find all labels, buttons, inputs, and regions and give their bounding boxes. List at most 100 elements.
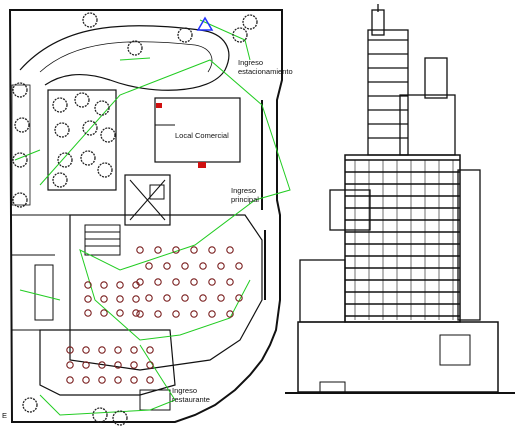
table-icon [226, 310, 234, 318]
tree-icon [52, 172, 68, 188]
table-icon [146, 361, 154, 369]
tree-icon [177, 27, 193, 43]
table-icon [217, 294, 225, 302]
table-icon [146, 376, 154, 384]
table-icon [98, 346, 106, 354]
driveway-inner [39, 41, 213, 73]
table-icon [199, 262, 207, 270]
table-icon [130, 376, 138, 384]
building-section [285, 4, 515, 394]
parking-entrance-label: Ingreso estacionamiento [238, 58, 293, 76]
table-icon [235, 294, 243, 302]
table-icon [226, 278, 234, 286]
table-icon [136, 310, 144, 318]
table-icon [145, 262, 153, 270]
table-icon [84, 309, 92, 317]
main-hall [69, 214, 263, 371]
table-icon [235, 262, 243, 270]
table-icon [114, 361, 122, 369]
table-icon [84, 295, 92, 303]
tree-icon [57, 152, 73, 168]
main-entrance-label: Ingreso principal [231, 186, 259, 204]
tree-icon [92, 407, 108, 423]
restaurant-entrance-label: Ingreso restaurante [172, 386, 210, 404]
table-icon [66, 361, 74, 369]
circulation-route [39, 59, 291, 416]
tower-body [344, 154, 461, 323]
table-icon [163, 294, 171, 302]
west-wall-strip [11, 84, 31, 206]
table-icon [114, 346, 122, 354]
commercial-premises-label: Local Comercial [175, 131, 229, 140]
tree-icon [80, 150, 96, 166]
tree-icon [12, 192, 28, 208]
tree-icon [22, 397, 38, 413]
table-icon [98, 376, 106, 384]
tree-icon [232, 27, 248, 43]
table-icon [66, 376, 74, 384]
circulation-branches [14, 19, 251, 301]
table-icon [114, 376, 122, 384]
table-icon [136, 246, 144, 254]
commercial-room [154, 97, 241, 163]
garden-court [47, 89, 117, 191]
table-icon [190, 246, 198, 254]
table-icon [146, 346, 154, 354]
table-icon [208, 246, 216, 254]
table-icon [116, 295, 124, 303]
corner-mark: E [2, 411, 8, 420]
table-icon [130, 346, 138, 354]
tree-icon [82, 120, 98, 136]
table-icon [190, 310, 198, 318]
table-icon [208, 310, 216, 318]
table-icon [82, 346, 90, 354]
tree-icon [242, 14, 258, 30]
table-icon [199, 294, 207, 302]
table-icon [172, 246, 180, 254]
tree-icon [127, 40, 143, 56]
table-icon [100, 281, 108, 289]
left-stair [84, 224, 121, 256]
table-icon [154, 310, 162, 318]
tree-icon [52, 97, 68, 113]
tree-icon [12, 152, 28, 168]
table-icon [82, 361, 90, 369]
floor-slabs [345, 39, 460, 320]
table-icon [132, 309, 140, 317]
table-icon [100, 295, 108, 303]
trees-group [12, 12, 258, 426]
tree-icon [14, 117, 30, 133]
car-silhouette [319, 381, 346, 393]
stair-core [124, 174, 171, 226]
tree-icon [94, 100, 110, 116]
restaurant-tables [66, 246, 243, 384]
table-icon [154, 246, 162, 254]
tree-icon [112, 410, 128, 426]
tree-icon [100, 127, 116, 143]
plan-outer-wall [8, 9, 283, 423]
table-icon [181, 294, 189, 302]
table-icon [145, 294, 153, 302]
table-icon [132, 295, 140, 303]
tree-icon [74, 92, 90, 108]
table-icon [132, 281, 140, 289]
table-icon [208, 278, 216, 286]
red-fixture [198, 162, 206, 168]
floor-plan [8, 9, 283, 423]
driveway-curve [19, 25, 230, 91]
table-icon [100, 309, 108, 317]
table-icon [116, 281, 124, 289]
table-icon [217, 262, 225, 270]
kitchen-marker [156, 103, 162, 108]
table-icon [172, 310, 180, 318]
tree-icon [12, 82, 28, 98]
north-arrow-icon [196, 16, 214, 31]
table-icon [181, 262, 189, 270]
table-icon [98, 361, 106, 369]
table-icon [172, 278, 180, 286]
table-icon [84, 281, 92, 289]
table-icon [154, 278, 162, 286]
table-icon [82, 376, 90, 384]
table-icon [66, 346, 74, 354]
